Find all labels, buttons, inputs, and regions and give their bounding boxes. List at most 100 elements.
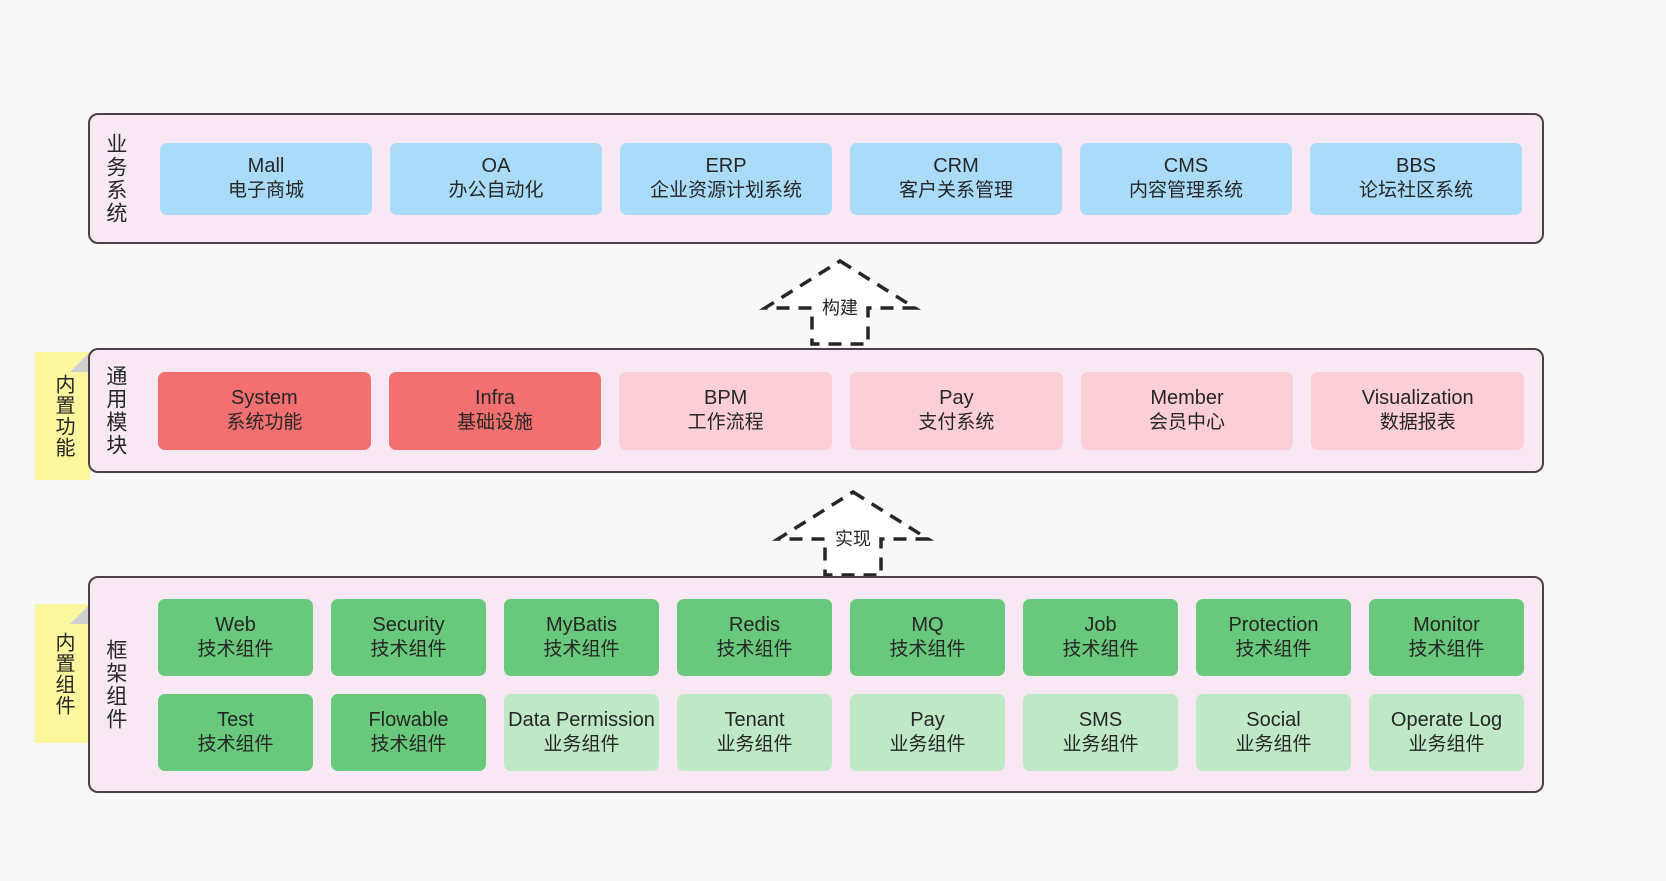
card-title-en: MyBatis — [545, 613, 618, 636]
card-title-en: Data Permission — [508, 708, 655, 731]
card-title-cn: 系统功能 — [226, 412, 303, 434]
sticky-note-builtin-function-label: 内置功能 — [52, 374, 74, 458]
card-title-en: BBS — [1395, 155, 1437, 178]
card-title-cn: 业务组件 — [889, 733, 966, 755]
card-title-cn: 数据报表 — [1379, 412, 1456, 434]
card-title-en: Infra — [474, 387, 516, 410]
card-title-cn: 技术组件 — [1408, 638, 1485, 660]
connector-implement: 实现 — [768, 487, 938, 579]
card-title-cn: 业务组件 — [1408, 733, 1485, 755]
card-title-cn: 技术组件 — [197, 733, 274, 755]
card-title-cn: 技术组件 — [370, 638, 447, 660]
sticky-note-builtin-component: 内置组件 — [35, 604, 90, 743]
card-title-en: SMS — [1078, 708, 1123, 731]
card-title-cn: 论坛社区系统 — [1358, 180, 1473, 202]
card-title-en: Security — [372, 613, 445, 636]
card-title-cn: 业务组件 — [543, 733, 620, 755]
card-title-en: CRM — [933, 155, 979, 178]
card-title-en: Social — [1246, 708, 1301, 731]
connector-build: 构建 — [755, 256, 925, 348]
card-title-en: System — [230, 387, 298, 410]
card-title-en: MQ — [911, 613, 944, 636]
card-title-cn: 支付系统 — [918, 412, 995, 434]
card-title-en: Redis — [728, 613, 781, 636]
card-title-en: CMS — [1163, 155, 1209, 178]
card-title-cn: 工作流程 — [687, 412, 764, 434]
card-title-cn: 内容管理系统 — [1128, 180, 1243, 202]
card-title-en: Member — [1150, 387, 1224, 410]
card-title-cn: 办公自动化 — [448, 180, 544, 202]
sticky-note-builtin-component-label: 内置组件 — [52, 631, 74, 716]
card-title-en: Web — [215, 613, 256, 636]
card-title-cn: 业务组件 — [1062, 733, 1139, 755]
card-title-en: Test — [217, 708, 254, 731]
sticky-note-builtin-function: 内置功能 — [35, 352, 90, 480]
card-title-en: OA — [481, 155, 511, 178]
card-title-en: Job — [1084, 613, 1117, 636]
card-title-en: Monitor — [1413, 613, 1480, 636]
card-title-en: Pay — [939, 387, 974, 410]
card-title-cn: 技术组件 — [889, 638, 966, 660]
card-title-en: Mall — [247, 155, 285, 178]
layer-title-business-system: 业务系统 — [103, 132, 127, 225]
card-title-cn: 技术组件 — [543, 638, 620, 660]
card-title-en: ERP — [705, 155, 747, 178]
card-title-cn: 会员中心 — [1149, 412, 1226, 434]
card-title-en: Pay — [910, 708, 945, 731]
card-title-cn: 企业资源计划系统 — [649, 180, 802, 202]
card-title-en: Flowable — [368, 708, 449, 731]
card-title-cn: 技术组件 — [716, 638, 793, 660]
card-title-en: Operate Log — [1390, 708, 1503, 731]
card-title-en: Tenant — [724, 708, 785, 731]
card-title-cn: 技术组件 — [197, 638, 274, 660]
card-title-en: BPM — [704, 387, 748, 410]
card-title-cn: 客户关系管理 — [898, 180, 1013, 202]
card-title-cn: 技术组件 — [1235, 638, 1312, 660]
card-title-cn: 电子商城 — [227, 180, 304, 202]
card-title-cn: 技术组件 — [370, 733, 447, 755]
card-title-en: Protection — [1228, 613, 1319, 636]
layer-title-framework-component: 框架组件 — [103, 638, 127, 731]
card-title-cn: 基础设施 — [457, 412, 534, 434]
card-title-cn: 业务组件 — [716, 733, 793, 755]
